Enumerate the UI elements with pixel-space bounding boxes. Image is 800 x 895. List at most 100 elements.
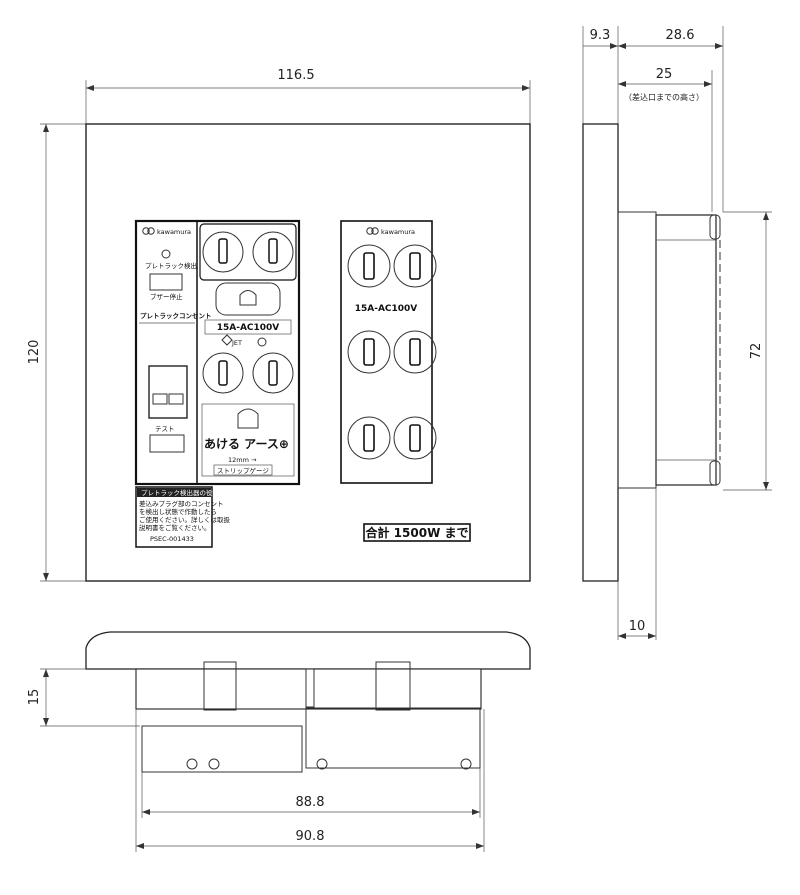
earth-open-label: あける アース⊕ (204, 437, 289, 451)
bottom-height-label: 15 (27, 689, 42, 706)
slot-icon (218, 238, 228, 264)
arrow (618, 633, 626, 639)
side-plate (582, 123, 619, 582)
arrow (763, 212, 769, 220)
notice-line-3: ご使用ください。詳しくは取扱 (139, 515, 231, 524)
breaker-switch-left[interactable] (152, 393, 168, 405)
buzzer-label: ブザー停止 (150, 292, 183, 301)
pretrack-outlet-label: プレトラックコンセント (140, 311, 212, 320)
slot-icon (409, 252, 421, 280)
brand-label-left: kawamura (157, 228, 191, 236)
side-body (655, 214, 717, 486)
breaker-switch-right[interactable] (168, 393, 184, 405)
arrow (142, 809, 150, 815)
arrow (136, 843, 144, 849)
center-rating-label: 15A-AC100V (217, 323, 280, 333)
arrow (472, 809, 480, 815)
notice-code: PSEC-001433 (150, 535, 194, 543)
slot-icon (363, 338, 375, 366)
brand-logo-icon-2 (371, 227, 379, 235)
strip-gauge-box (213, 464, 273, 476)
rating-box (204, 319, 292, 335)
notice-header-bar (137, 488, 211, 497)
lamp-label: プレトラック検出 (145, 261, 197, 270)
side-view: 9.3 28.6 25 （差込口までの高さ） 72 10 (582, 26, 772, 640)
slot-icon (268, 238, 278, 264)
bottom-right-body (305, 707, 481, 769)
notice-title: プレトラック検出器の役割 (141, 488, 220, 497)
arrow (704, 81, 712, 87)
brand-label-right: kawamura (381, 228, 415, 236)
arrow-left (86, 85, 94, 91)
front-view: 116.5 120 kawamura プレトラック検出 ブザー停止 プレトラック… (27, 68, 531, 582)
pse-mark-label: JET (231, 339, 242, 347)
notice-line-1: 差込みプラグ部のコンセント (139, 499, 224, 508)
notice-line-4: 説明書をご覧ください。 (139, 523, 211, 532)
strip-gauge-label: ストリップゲージ (217, 466, 269, 475)
slot-icon (409, 338, 421, 366)
right-outlet-1-left-face (347, 244, 391, 288)
side-clip-bottom (709, 460, 721, 486)
bottom-outer-width-label: 90.8 (296, 829, 325, 844)
bottom-block-3 (375, 661, 411, 711)
earth-socket (215, 282, 281, 316)
side-insert-note: （差込口までの高さ） (624, 92, 704, 102)
slot-icon (363, 424, 375, 452)
outlet-lower-right-face (252, 352, 294, 394)
arrow (715, 43, 723, 49)
right-rating-label: 15A-AC100V (355, 304, 418, 314)
earth-slot-icon (239, 290, 257, 306)
buzzer-stop-button[interactable] (149, 273, 183, 291)
side-bottom-label: 10 (629, 619, 646, 634)
right-outlet-1-right-face (393, 244, 437, 288)
arrow (763, 482, 769, 490)
front-width-label: 116.5 (277, 68, 314, 83)
arrow (476, 843, 484, 849)
pse-diamond-icon (221, 334, 233, 346)
bottom-plate (85, 631, 531, 670)
outlet-upper-right-face (252, 231, 294, 273)
outlet-upper (199, 223, 297, 281)
bottom-block-2 (305, 668, 315, 708)
brand-logo-icon (366, 227, 374, 235)
arrow-right (522, 85, 530, 91)
total-label: 合計 1500W まで (366, 525, 469, 540)
earth-terminal-area (201, 403, 295, 477)
screw-icon (208, 758, 220, 770)
bottom-block-1 (203, 661, 237, 711)
bottom-view: 15 88.8 90.8 (27, 631, 531, 852)
right-outlet-2-left-face (347, 330, 391, 374)
screw-icon (316, 758, 328, 770)
test-button[interactable] (149, 434, 185, 453)
right-outlet-3-left-face (347, 416, 391, 460)
right-outlet-2-right-face (393, 330, 437, 374)
slot-icon (268, 360, 278, 386)
breaker-body (148, 365, 188, 419)
arrow (43, 669, 49, 677)
bottom-body (135, 668, 482, 710)
arrow-down (43, 573, 49, 581)
slot-icon (409, 424, 421, 452)
lamp-indicator-icon (161, 249, 171, 259)
arrow (618, 81, 626, 87)
front-height-label: 120 (27, 340, 42, 365)
screw-icon (460, 758, 472, 770)
arrow (648, 633, 656, 639)
brand-logo-icon (142, 227, 150, 235)
arrow (618, 43, 626, 49)
outlet-upper-left-face (202, 231, 244, 273)
test-label: テスト (155, 425, 175, 433)
side-insert-depth-label: 25 (656, 67, 673, 82)
arrow (610, 43, 618, 49)
slot-icon (363, 252, 375, 280)
bottom-inner-width-label: 88.8 (296, 795, 325, 810)
total-label-box (363, 523, 471, 542)
strip-length-label: 12mm → (228, 456, 257, 464)
slot-icon (218, 360, 228, 386)
arrow (43, 718, 49, 726)
right-outlet-3-right-face (393, 416, 437, 460)
brand-logo-icon-2 (147, 227, 155, 235)
earth-terminal-icon (237, 408, 259, 429)
side-clip-top (709, 214, 721, 240)
